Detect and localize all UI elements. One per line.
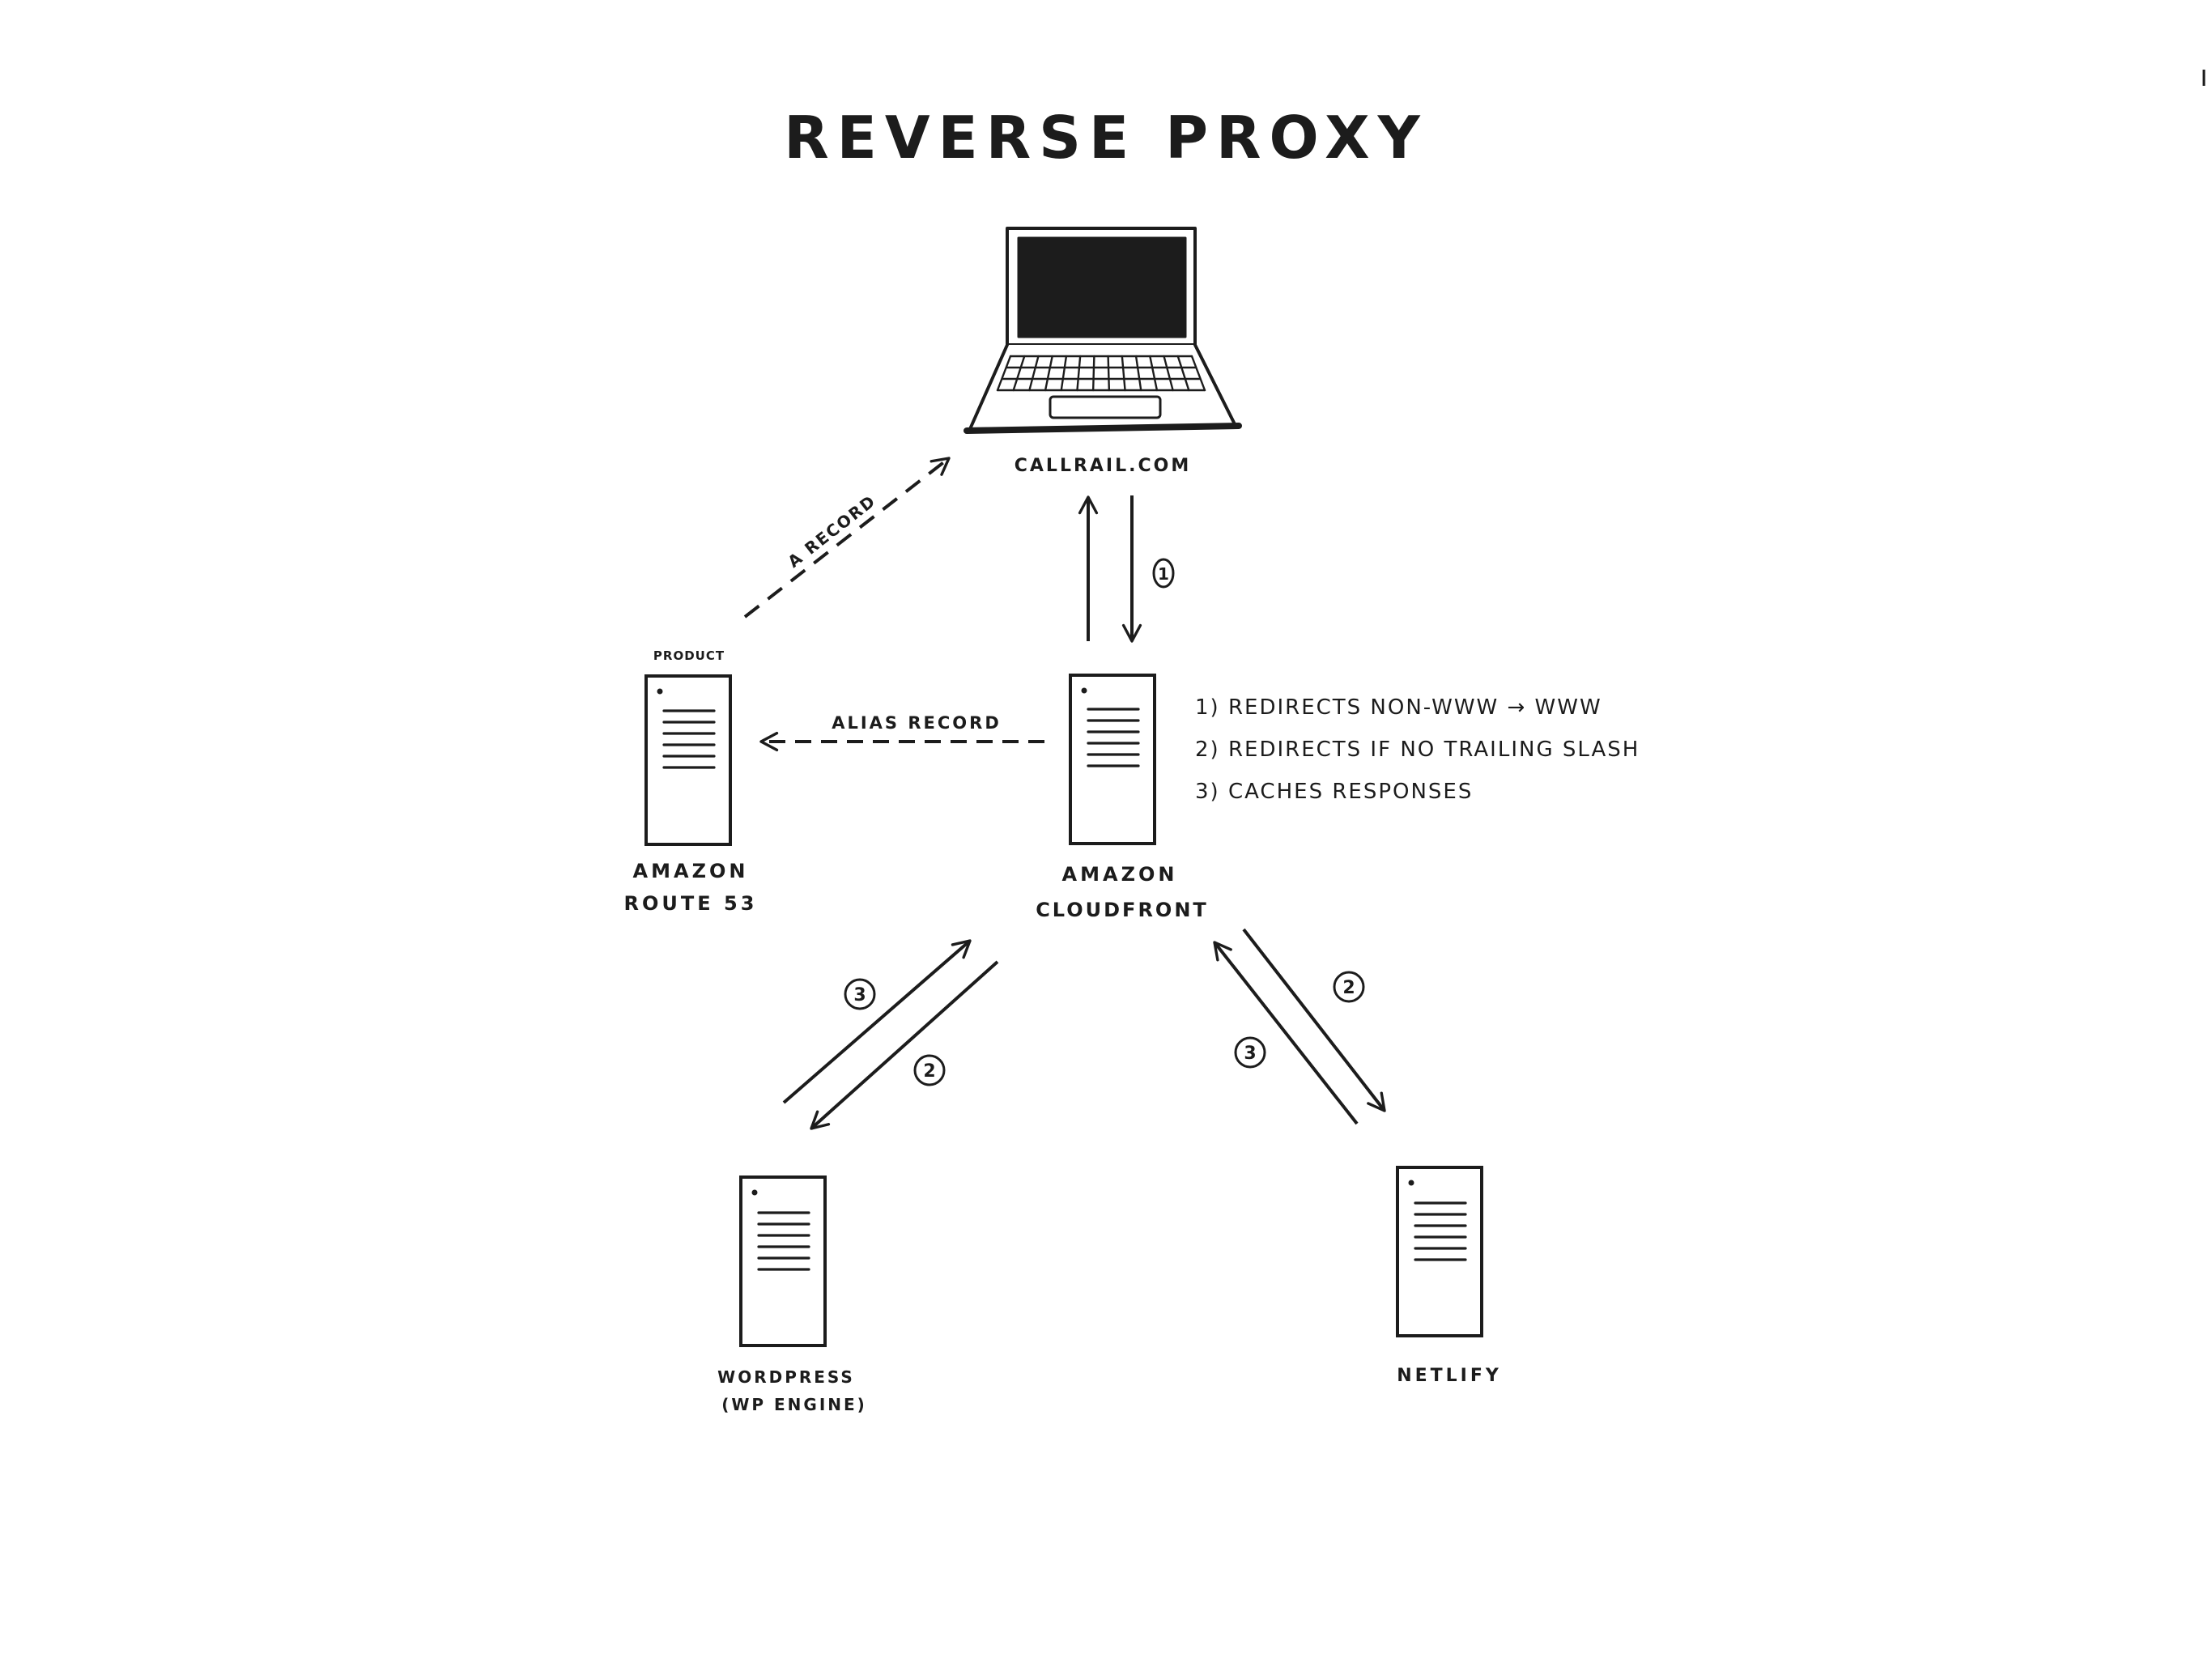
- wordpress-server-icon: [739, 1175, 827, 1347]
- route53-tag: PRODUCT: [653, 648, 725, 663]
- note-1: 1) REDIRECTS NON-WWW → WWW: [1195, 695, 1602, 720]
- cloudfront-label-line1: AMAZON: [1062, 863, 1178, 886]
- route53-server-icon: [644, 674, 732, 846]
- netlify-server-icon: [1396, 1166, 1483, 1337]
- route53-label-line2: ROUTE 53: [624, 892, 758, 915]
- cloudfront-label-line2: CLOUDFRONT: [1036, 899, 1209, 921]
- request-arrow-cloudfront-to-wp: [810, 960, 999, 1130]
- response-arrow-netlify-to-cloudfront: [1213, 941, 1359, 1125]
- step-2-badge-wp: 2: [913, 1054, 946, 1086]
- response-arrow-wp-to-cloudfront: [782, 939, 972, 1104]
- svg-text:2: 2: [923, 1061, 935, 1082]
- a-record-label: A RECORD: [784, 491, 879, 572]
- step-2-badge-netlify: 2: [1333, 971, 1365, 1003]
- callrail-label: CALLRAIL.COM: [1015, 456, 1191, 476]
- cloudfront-notes: 1) REDIRECTS NON-WWW → WWW 2) REDIRECTS …: [1195, 695, 1640, 804]
- cloudfront-netlify-edges: [1213, 928, 1386, 1125]
- cloudfront-server-icon: [1069, 674, 1156, 845]
- svg-text:3: 3: [1244, 1044, 1256, 1064]
- step-1-badge: 1: [1152, 558, 1175, 589]
- laptop-icon: [963, 227, 1242, 434]
- page-title: REVERSE PROXY: [784, 104, 1428, 172]
- note-3: 3) CACHES RESPONSES: [1195, 780, 1473, 804]
- client-cloudfront-edges: [1078, 495, 1142, 643]
- a-record-edge: A RECORD: [743, 457, 951, 619]
- route53-label-line1: AMAZON: [633, 860, 749, 882]
- note-2: 2) REDIRECTS IF NO TRAILING SLASH: [1195, 738, 1640, 762]
- svg-text:1: 1: [1158, 564, 1169, 584]
- alias-record-edge: ALIAS RECORD: [759, 713, 1044, 752]
- step-3-badge-wp: 3: [844, 978, 876, 1010]
- request-arrow-cloudfront-to-netlify: [1242, 928, 1386, 1112]
- svg-text:2: 2: [1342, 978, 1355, 998]
- cloudfront-wordpress-edges: [782, 939, 999, 1130]
- wordpress-label-line2: (WP ENGINE): [721, 1395, 867, 1414]
- alias-record-label: ALIAS RECORD: [832, 713, 1002, 733]
- wordpress-label-line1: WORDPRESS: [717, 1367, 855, 1387]
- netlify-label: NETLIFY: [1397, 1366, 1502, 1386]
- svg-text:3: 3: [853, 985, 866, 1005]
- step-3-badge-netlify: 3: [1234, 1036, 1266, 1069]
